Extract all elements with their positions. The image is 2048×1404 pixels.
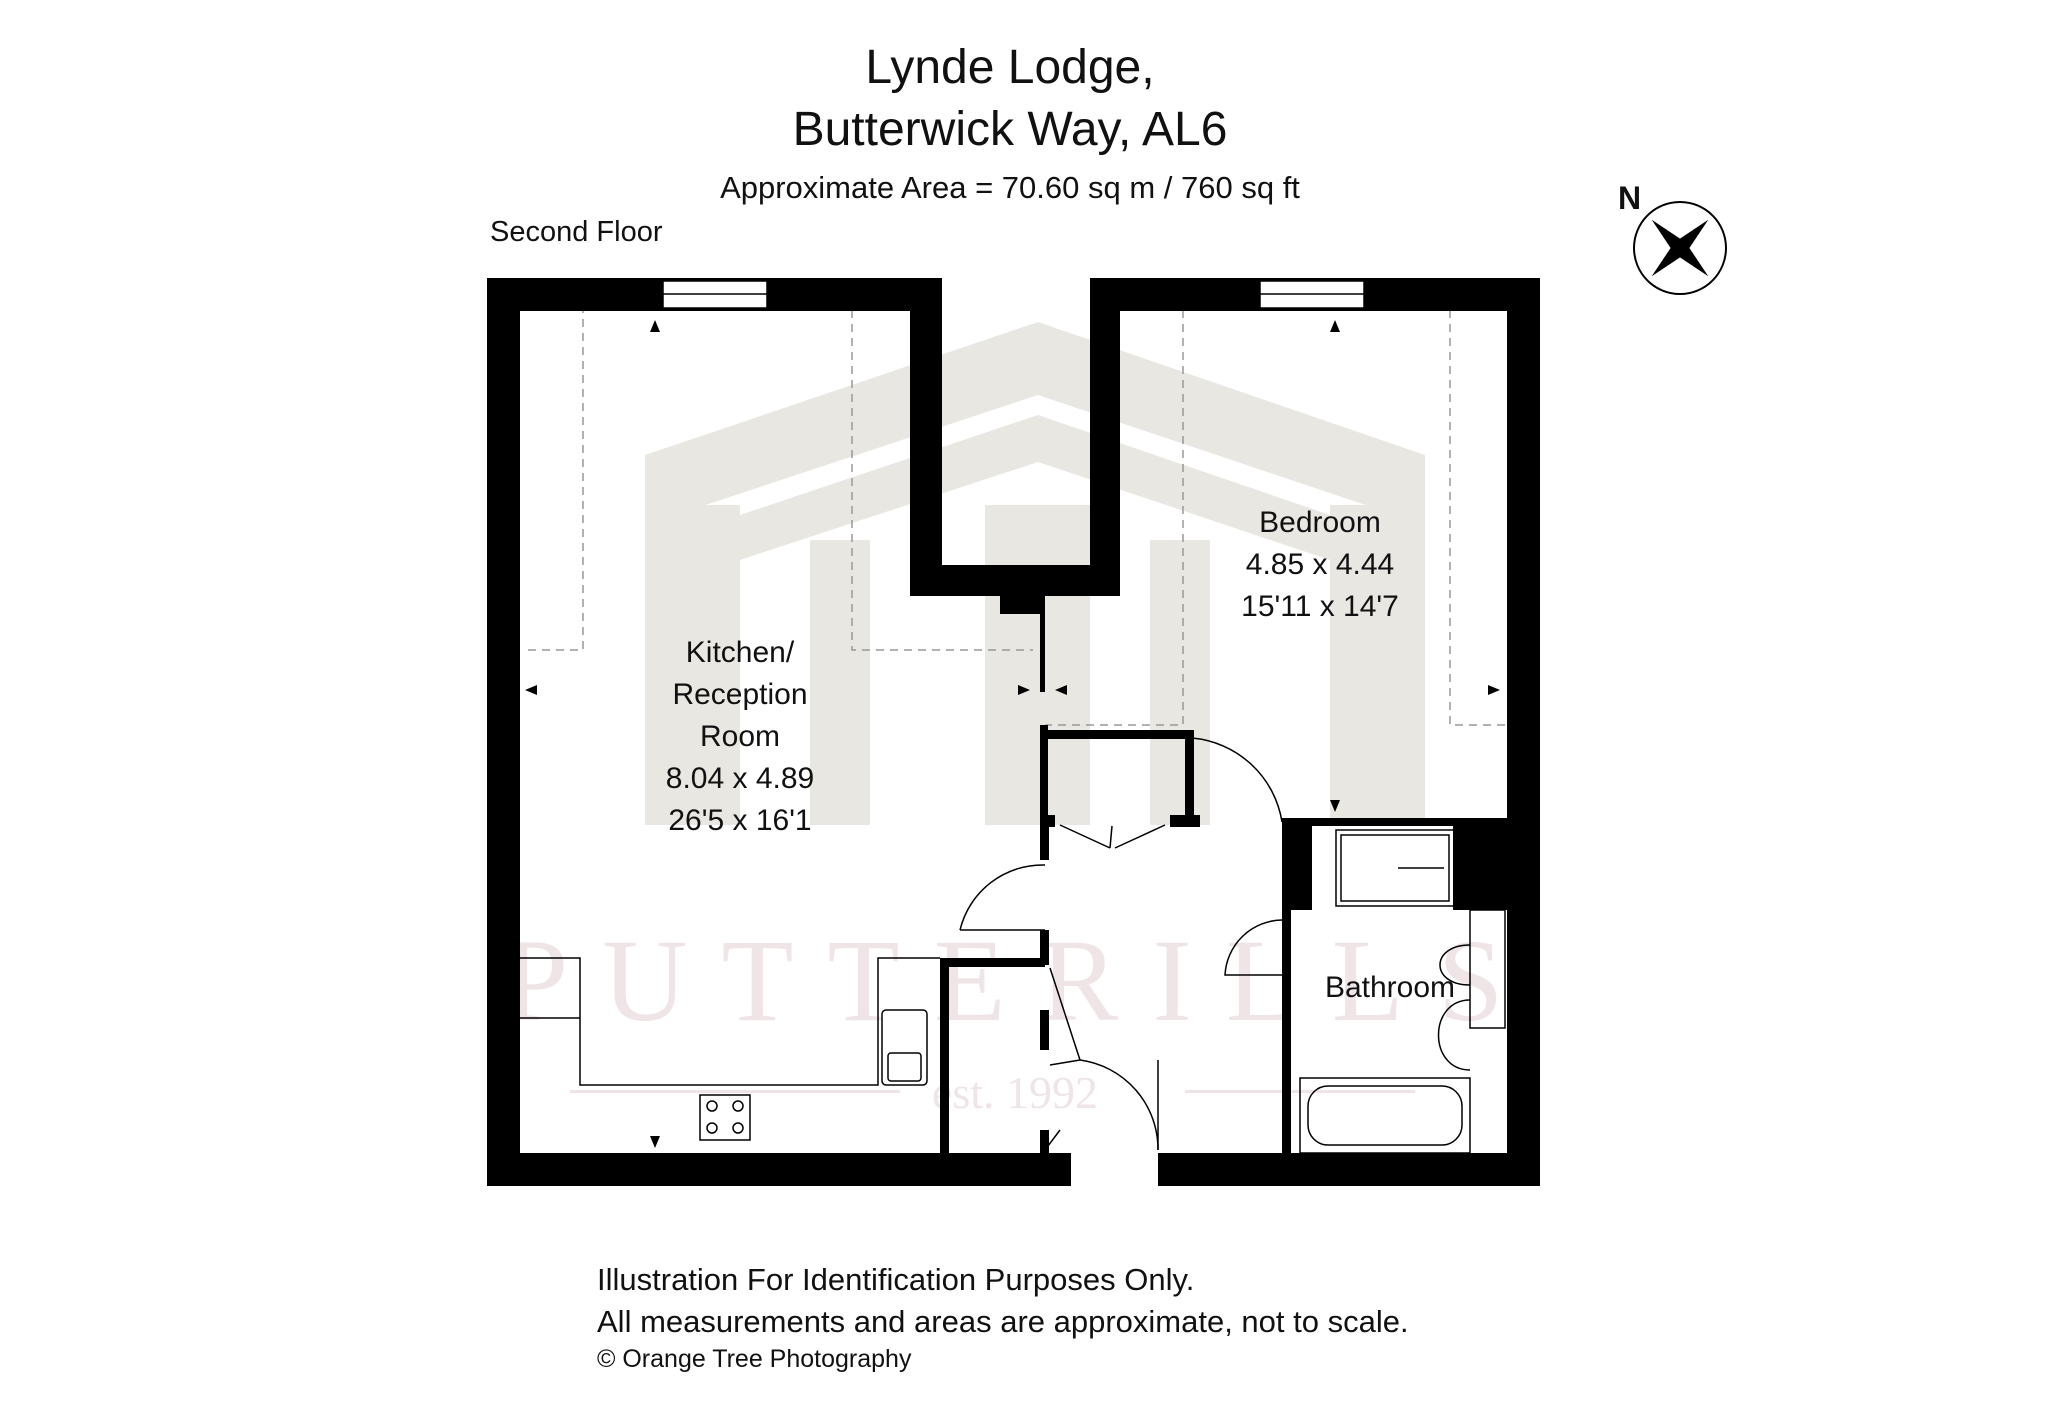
floor-label: Second Floor: [490, 216, 663, 248]
bedroom-imperial: 15'11 x 14'7: [1241, 590, 1399, 623]
compass-icon: [1633, 201, 1727, 295]
property-address: Butterwick Way, AL6: [792, 103, 1228, 156]
bathroom-fixtures: [1299, 829, 1506, 1154]
watermark-brand: PUTTERILLS: [503, 915, 1538, 1046]
kitchen-name-line1: Kitchen/: [685, 636, 795, 669]
bathroom-name: Bathroom: [1324, 971, 1456, 1004]
kitchen-name-line2: Reception: [672, 678, 808, 711]
doors: [959, 737, 1283, 1151]
watermark-est: est. 1992: [932, 1067, 1098, 1118]
property-name: Lynde Lodge,: [865, 41, 1155, 94]
compass-north-label: N: [1618, 180, 1642, 216]
copyright: © Orange Tree Photography: [597, 1345, 912, 1373]
kitchen-name-line3: Room: [699, 720, 781, 753]
room-bedroom: Bedroom 4.85 x 4.44 15'11 x 14'7: [1220, 502, 1420, 628]
disclaimer-line1: Illustration For Identification Purposes…: [597, 1262, 1195, 1297]
dimension-arrows: [525, 320, 1500, 1148]
approximate-area: Approximate Area = 70.60 sq m / 760 sq f…: [720, 170, 1300, 205]
kitchen-metric: 8.04 x 4.89: [665, 762, 815, 795]
bedroom-metric: 4.85 x 4.44: [1245, 548, 1395, 581]
room-bathroom: Bathroom: [1310, 967, 1470, 1009]
watermark-logo: [645, 322, 1425, 825]
kitchen-imperial: 26'5 x 16'1: [668, 804, 812, 837]
windows: [662, 280, 1365, 309]
bedroom-name: Bedroom: [1259, 506, 1381, 539]
watermark-text: PUTTERILLS est. 1992: [503, 915, 1538, 1118]
room-kitchen: Kitchen/ Reception Room 8.04 x 4.89 26'5…: [640, 632, 840, 842]
disclaimer-line2: All measurements and areas are approxima…: [597, 1304, 1409, 1339]
kitchen-units: [520, 957, 940, 1141]
